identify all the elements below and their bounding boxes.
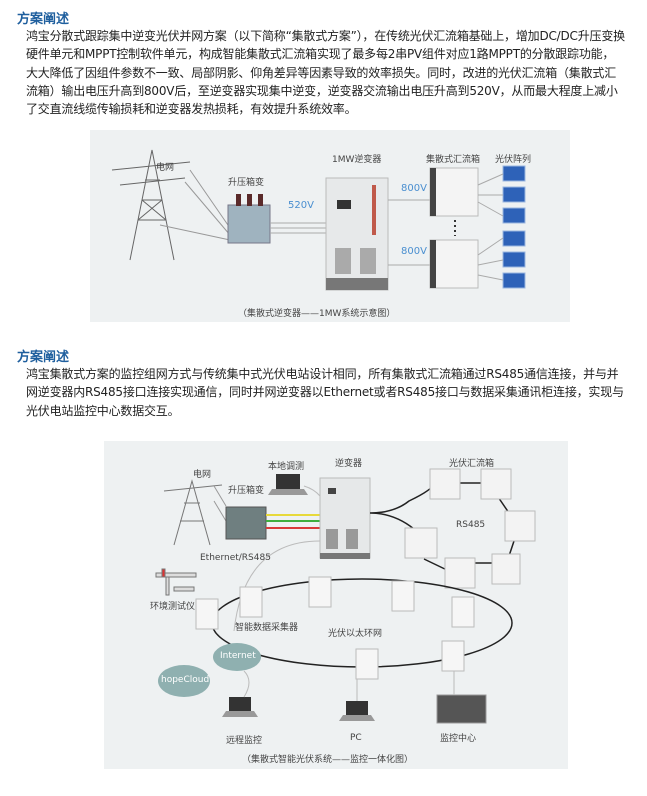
collector-label: 智能数据采集器 — [235, 623, 299, 633]
section2-paragraph: 鸿宝集散式方案的监控组网方式与传统集中式光伏电站设计相同，所有集散式汇流箱通过R… — [26, 367, 624, 418]
local-debug-label: 本地调测 — [268, 462, 305, 472]
inverter-label: 1MW逆变器 — [332, 155, 382, 165]
pc-label: PC — [350, 733, 362, 743]
transformer-label: 升压箱变 — [228, 178, 265, 188]
power-tower-icon — [111, 149, 191, 261]
figure-monitoring-system: 电网 升压箱变 本地调测 逆变器 光伏汇流箱 RS485 Ethernet/RS… — [104, 441, 568, 769]
figure2-drawing — [155, 468, 536, 724]
transformer-icon — [227, 204, 271, 244]
transformer-icon — [225, 506, 267, 540]
voltage-520v: 520V — [288, 200, 314, 211]
env-monitor-label: 环境测试仪 — [150, 602, 196, 612]
combiner-label: 集散式汇流箱 — [426, 155, 481, 165]
laptop-icon — [268, 474, 308, 495]
combiner-box-icon — [429, 167, 479, 217]
laptop-icon — [339, 701, 375, 721]
voltage-800v-bottom: 800V — [401, 246, 427, 257]
cloud-icon — [158, 665, 210, 697]
figure-1mw-system: 电网 升压箱变 1MW逆变器 集散式汇流箱 光伏阵列 520V 800V 800… — [90, 130, 570, 322]
voltage-800v-top: 800V — [401, 183, 427, 194]
section1-paragraph: 鸿宝分散式跟踪集中逆变光伏并网方案（以下简称“集散式方案”），在传统光伏汇流箱基… — [26, 29, 625, 117]
laptop-icon — [222, 697, 258, 717]
combiner-label: 光伏汇流箱 — [449, 459, 495, 469]
section2-heading: 方案阐述 — [17, 350, 70, 365]
monitor-center-label: 监控中心 — [440, 734, 477, 744]
internet-label: Internet — [220, 651, 256, 661]
figure1-drawing — [111, 149, 526, 291]
hopecloud-label: hopeCloud — [161, 675, 210, 685]
ring-label: 光伏以太环网 — [328, 629, 383, 639]
rs485-label: RS485 — [456, 520, 486, 530]
monitor-center-icon — [436, 694, 487, 724]
figure2-caption: （集散式智能光伏系统——监控一体化图） — [242, 755, 414, 765]
power-tower-icon — [163, 479, 223, 546]
inverter-label: 逆变器 — [335, 459, 363, 469]
pv-array-label: 光伏阵列 — [495, 155, 532, 165]
remote-monitor-label: 远程监控 — [226, 736, 263, 746]
grid-label: 电网 — [156, 163, 175, 173]
section1-heading: 方案阐述 — [17, 12, 70, 27]
data-collector-icon — [195, 576, 475, 680]
grid-label: 电网 — [193, 470, 212, 480]
ethernet-label: Ethernet/RS485 — [200, 553, 271, 563]
combiner-box-icon — [429, 239, 479, 289]
weather-station-icon — [155, 568, 197, 596]
transformer-label: 升压箱变 — [228, 486, 265, 496]
solar-panel-icon — [502, 165, 526, 289]
cloud-icon — [213, 643, 261, 671]
figure1-caption: （集散式逆变器——1MW系统示意图） — [238, 309, 396, 319]
combiner-box-icon — [404, 468, 536, 589]
